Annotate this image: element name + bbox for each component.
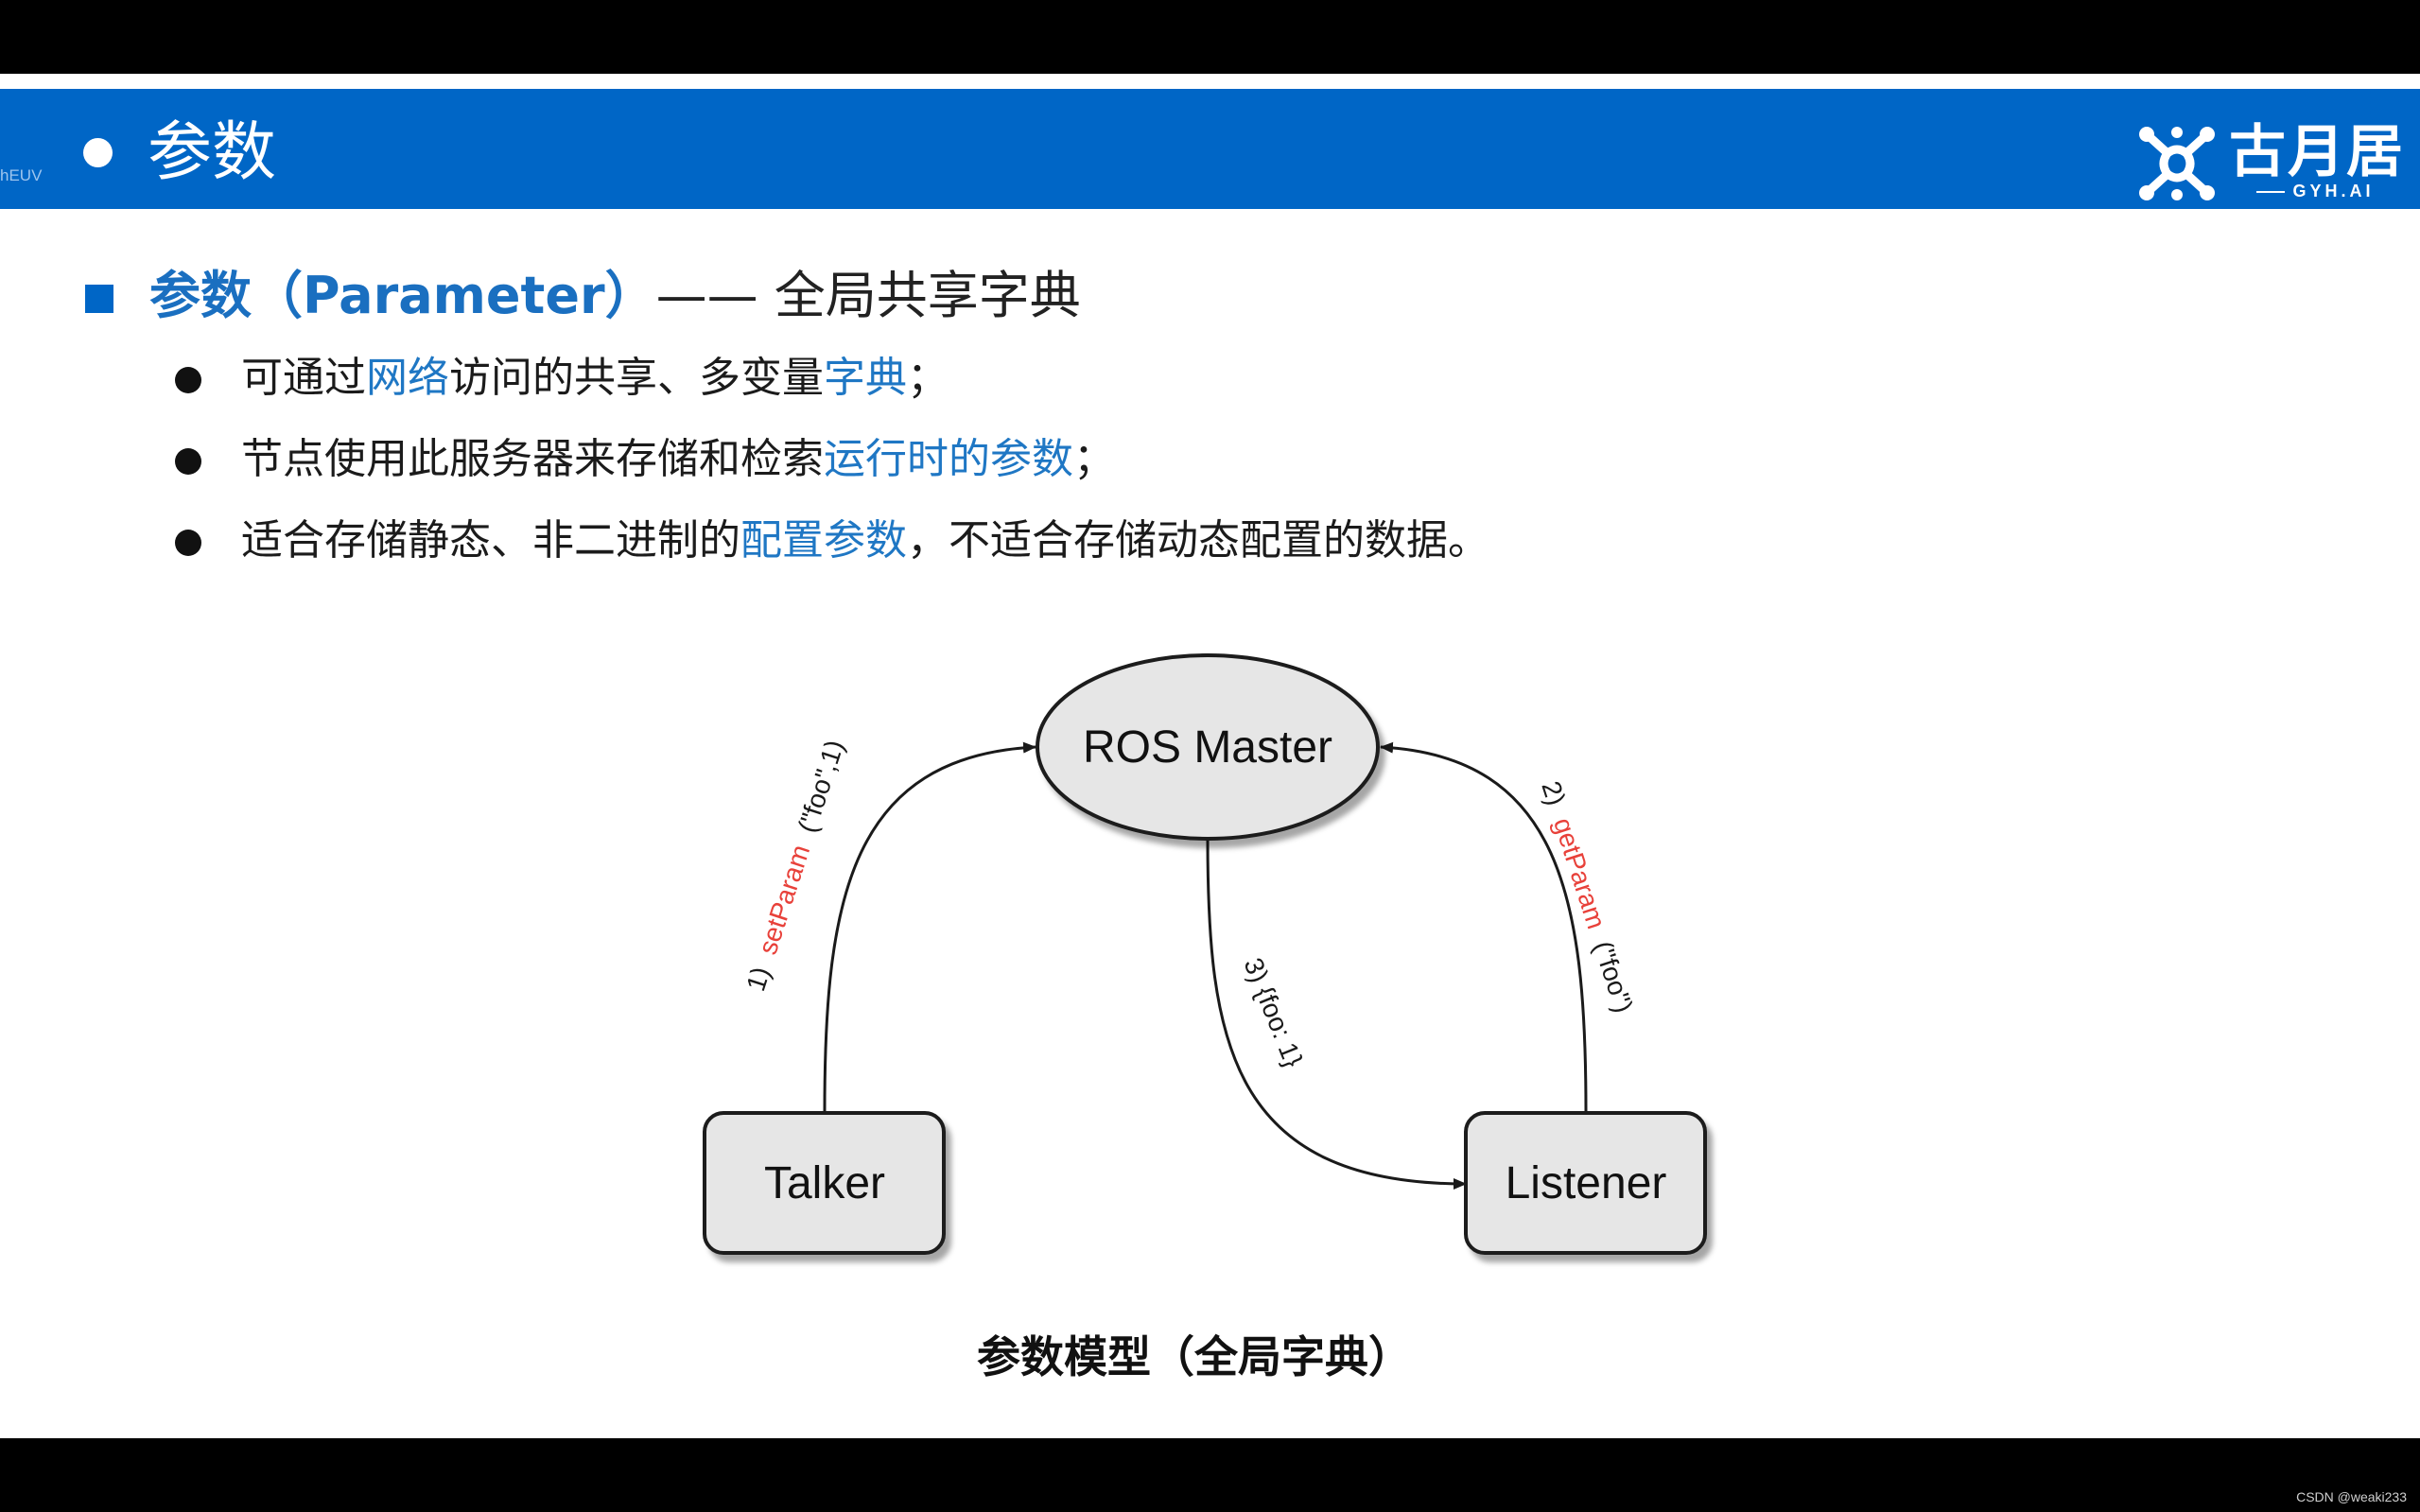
bullet-text-highlight: 网络 (366, 354, 449, 402)
edge-label-args: ("foo",1) (792, 737, 850, 836)
bullet-text-plain: ； (907, 354, 949, 402)
bullet-text-plain: 访问的共享、多变量 (449, 354, 824, 402)
edge-setparam (823, 741, 1036, 1112)
node-talker: Talker (703, 1111, 946, 1255)
edge-getparam (1380, 741, 1588, 1112)
node-talker-label: Talker (764, 1158, 885, 1208)
edge-label-prefix: 2) (1536, 777, 1571, 808)
edge-getparam-label: 2) getParam ("foo") (1536, 777, 1638, 1016)
bullet-text-highlight: 字典 (824, 354, 907, 402)
edge-response (1206, 836, 1467, 1190)
edge-label-prefix: 1) (740, 964, 775, 995)
gyh-logo: 古月居 GYH.AI (2139, 121, 2403, 208)
bullet-text-plain: 可通过 (241, 354, 366, 402)
bullet-text-plain: ； (1073, 435, 1115, 483)
header-bullet-icon (83, 138, 113, 167)
bullet-dot-icon (175, 448, 201, 475)
logo-wordmark: 古月居 (2229, 119, 2405, 185)
bullet-text: 适合存储静态、非二进制的配置参数，不适合存储动态配置的数据。 (241, 513, 1489, 569)
section-title-highlight: 参数（Parameter） (149, 266, 656, 325)
edge-label-args: ("foo") (1588, 937, 1638, 1016)
diagram-caption: 参数模型（全局字典） (977, 1331, 1412, 1382)
square-bullet-icon (85, 285, 113, 313)
bullet-text: 节点使用此服务器来存储和检索运行时的参数； (241, 431, 1115, 488)
bullet-text: 可通过网络访问的共享、多变量字典； (241, 350, 949, 407)
node-ros-master-label: ROS Master (1083, 722, 1332, 773)
bullet-text-highlight: 配置参数 (740, 516, 907, 565)
edge-label-call: setParam (753, 842, 816, 959)
node-listener: Listener (1464, 1111, 1707, 1255)
node-listener-label: Listener (1506, 1158, 1667, 1208)
bullet-dot-icon (175, 367, 201, 393)
slide: hEUV 参数 古月居 GYH.AI (0, 74, 2420, 1438)
bullet-dot-icon (175, 530, 201, 556)
logo-mark-icon (2139, 127, 2215, 200)
bullet-text-plain: 适合存储静态、非二进制的 (241, 516, 740, 565)
bullet-text-highlight: 运行时的参数 (824, 435, 1073, 483)
logo-subtitle: GYH.AI (2229, 182, 2394, 221)
slide-header: hEUV 参数 古月居 GYH.AI (0, 89, 2420, 209)
watermark: CSDN @weaki233 (2296, 1489, 2407, 1504)
slide-title: 参数 (148, 115, 277, 190)
node-ros-master: ROS Master (1036, 653, 1380, 841)
bullet-text-plain: 节点使用此服务器来存储和检索 (241, 435, 824, 483)
section-title: 参数（Parameter）—— 全局共享字典 (149, 258, 1081, 334)
header-clipped-text: hEUV (0, 166, 43, 184)
edge-response-label: 3) {foo: 1} (1238, 954, 1308, 1071)
bullet-text-plain: ，不适合存储动态配置的数据。 (907, 516, 1489, 565)
section-title-rest: —— 全局共享字典 (655, 266, 1081, 325)
